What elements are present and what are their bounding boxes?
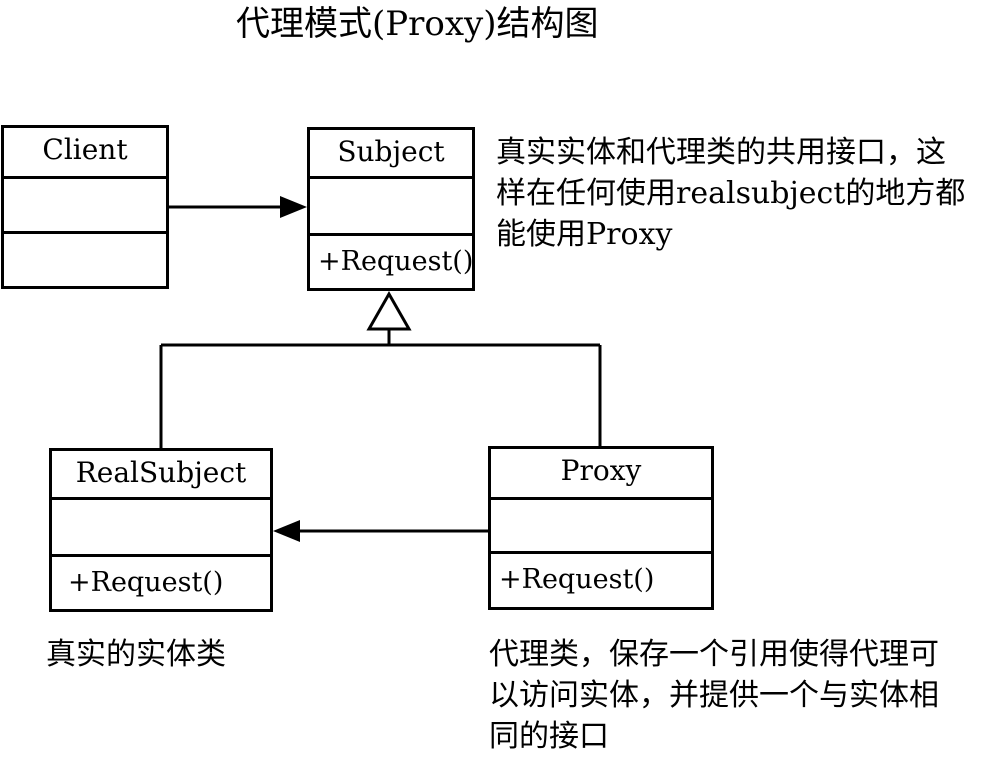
subject-operations: +Request() [318,246,474,277]
proxy-class-name: Proxy [560,454,642,487]
proxy-note-line: 同的接口 [489,719,609,754]
proxy-note-line: 以访问实体，并提供一个与实体相 [489,678,939,713]
diagram-title: 代理模式(Proxy)结构图 [236,4,599,44]
proxy-realsubject-arrowhead [273,520,300,542]
proxy-name-divider [491,497,711,500]
proxy-operations: +Request() [499,564,655,595]
proxy-attr-divider [491,551,711,554]
subject-name-divider [310,176,472,179]
real-subject-operations: +Request() [68,567,224,598]
client-attr-divider [4,231,166,234]
subject-note-line: 样在任何使用realsubject的地方都 [496,176,966,211]
client-class-name: Client [42,133,128,166]
client-subject-arrowhead [280,196,307,218]
subject-note: 真实实体和代理类的共用接口，这 样在任何使用realsubject的地方都 能使… [496,132,965,255]
subject-note-line: 能使用Proxy [496,217,673,252]
subject-class-name: Subject [337,135,445,168]
real-subject-note-line: 真实的实体类 [46,637,226,672]
generalization-triangle-icon [366,290,412,331]
proxy-note: 代理类，保存一个引用使得代理可 以访问实体，并提供一个与实体相 同的接口 [489,634,939,757]
subject-note-line: 真实实体和代理类的共用接口，这 [496,135,946,170]
real-subject-class: RealSubject +Request() [49,448,273,612]
real-subject-class-name: RealSubject [75,456,247,489]
proxy-note-line: 代理类，保存一个引用使得代理可 [489,637,939,672]
proxy-class: Proxy +Request() [488,446,714,610]
real-subject-name-divider [52,497,270,500]
real-subject-note: 真实的实体类 [46,634,226,675]
subject-attr-divider [310,233,472,236]
client-name-divider [4,176,166,179]
real-subject-attr-divider [52,554,270,557]
client-class: Client [1,125,169,289]
subject-class: Subject +Request() [307,127,475,291]
